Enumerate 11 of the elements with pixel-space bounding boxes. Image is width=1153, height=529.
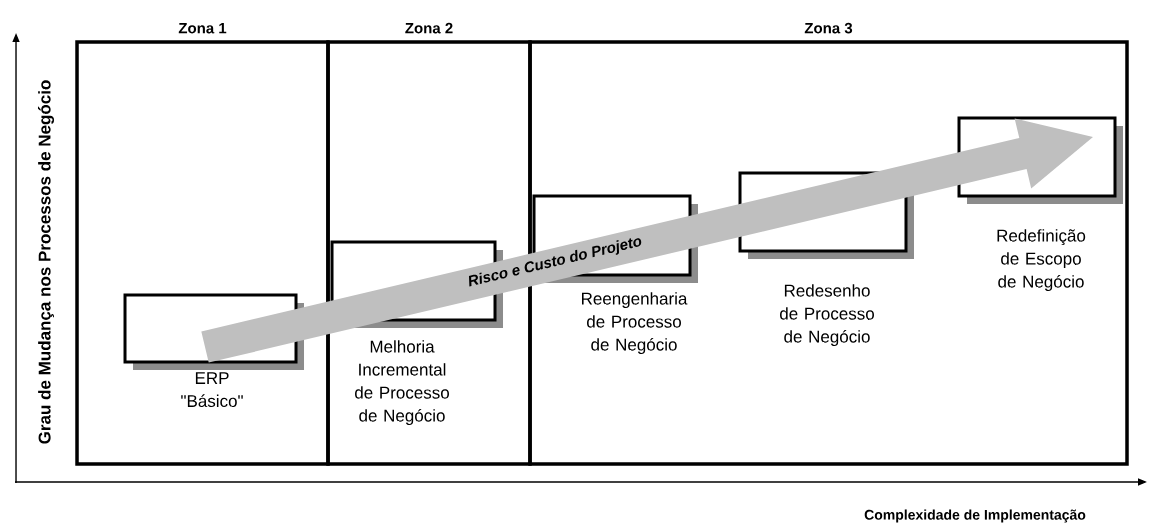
box-caption: ERP "Básico" xyxy=(181,372,243,408)
box-caption: Redesenho de Processo de Negócio xyxy=(780,284,874,347)
node-label: Zona 1 xyxy=(178,22,227,34)
arrow-label: Risco e Custo do Projeto xyxy=(468,238,642,287)
axis-title: Grau de Mudança nos Processos de Negócio xyxy=(38,80,55,444)
box-caption: Reengenharia de Processo de Negócio xyxy=(582,292,688,355)
box-caption: Redefinição de Escopo de Negócio xyxy=(997,229,1086,292)
box-caption: Melhoria Incremental de Processo de Negócio xyxy=(355,340,449,426)
node-label: Zona 2 xyxy=(405,22,453,34)
node-label: Zona 3 xyxy=(804,22,853,34)
axis-title: Complexidade de Implementação xyxy=(864,509,1086,523)
